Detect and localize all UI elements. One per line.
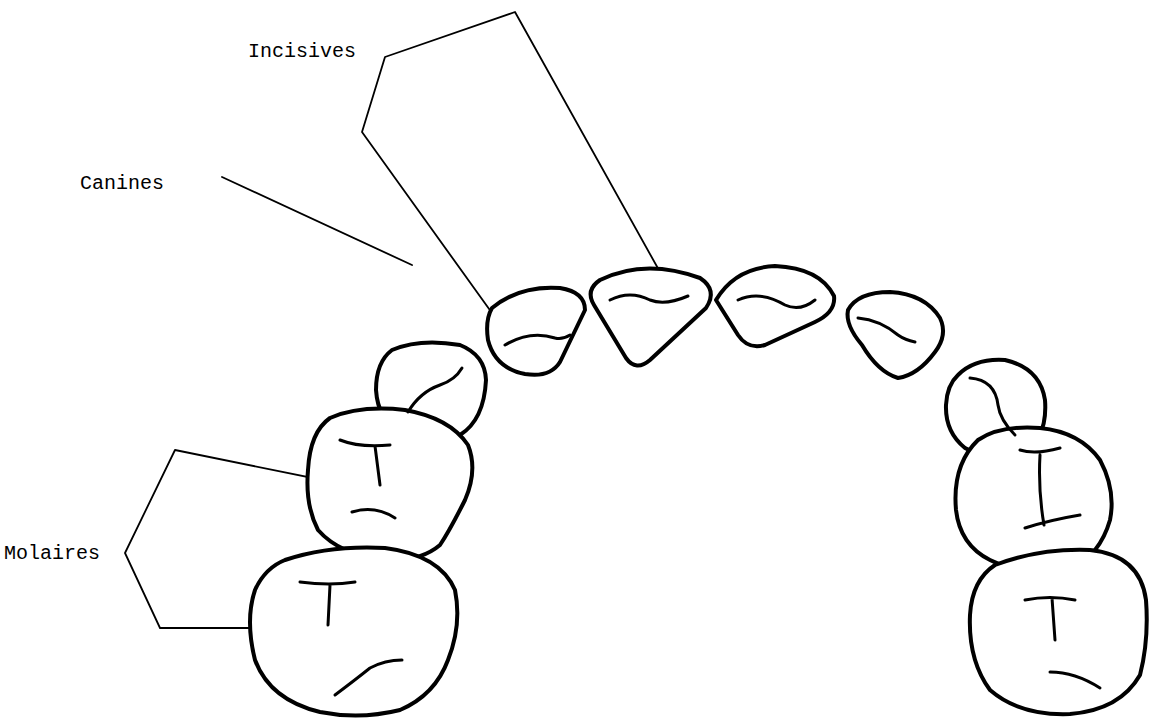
tooth (970, 550, 1147, 714)
part-label: Canines (80, 172, 164, 196)
leader-lines (125, 12, 660, 628)
tooth (591, 268, 711, 365)
tooth (848, 292, 943, 378)
tooth (716, 266, 834, 346)
part-label: Molaires (4, 542, 100, 566)
tooth-grooves (300, 295, 1100, 695)
canine-leader (222, 177, 412, 265)
tooth (250, 548, 457, 716)
tooth (307, 409, 472, 561)
tooth (487, 288, 585, 375)
part-label: Incisives (248, 40, 356, 64)
teeth (250, 266, 1147, 716)
